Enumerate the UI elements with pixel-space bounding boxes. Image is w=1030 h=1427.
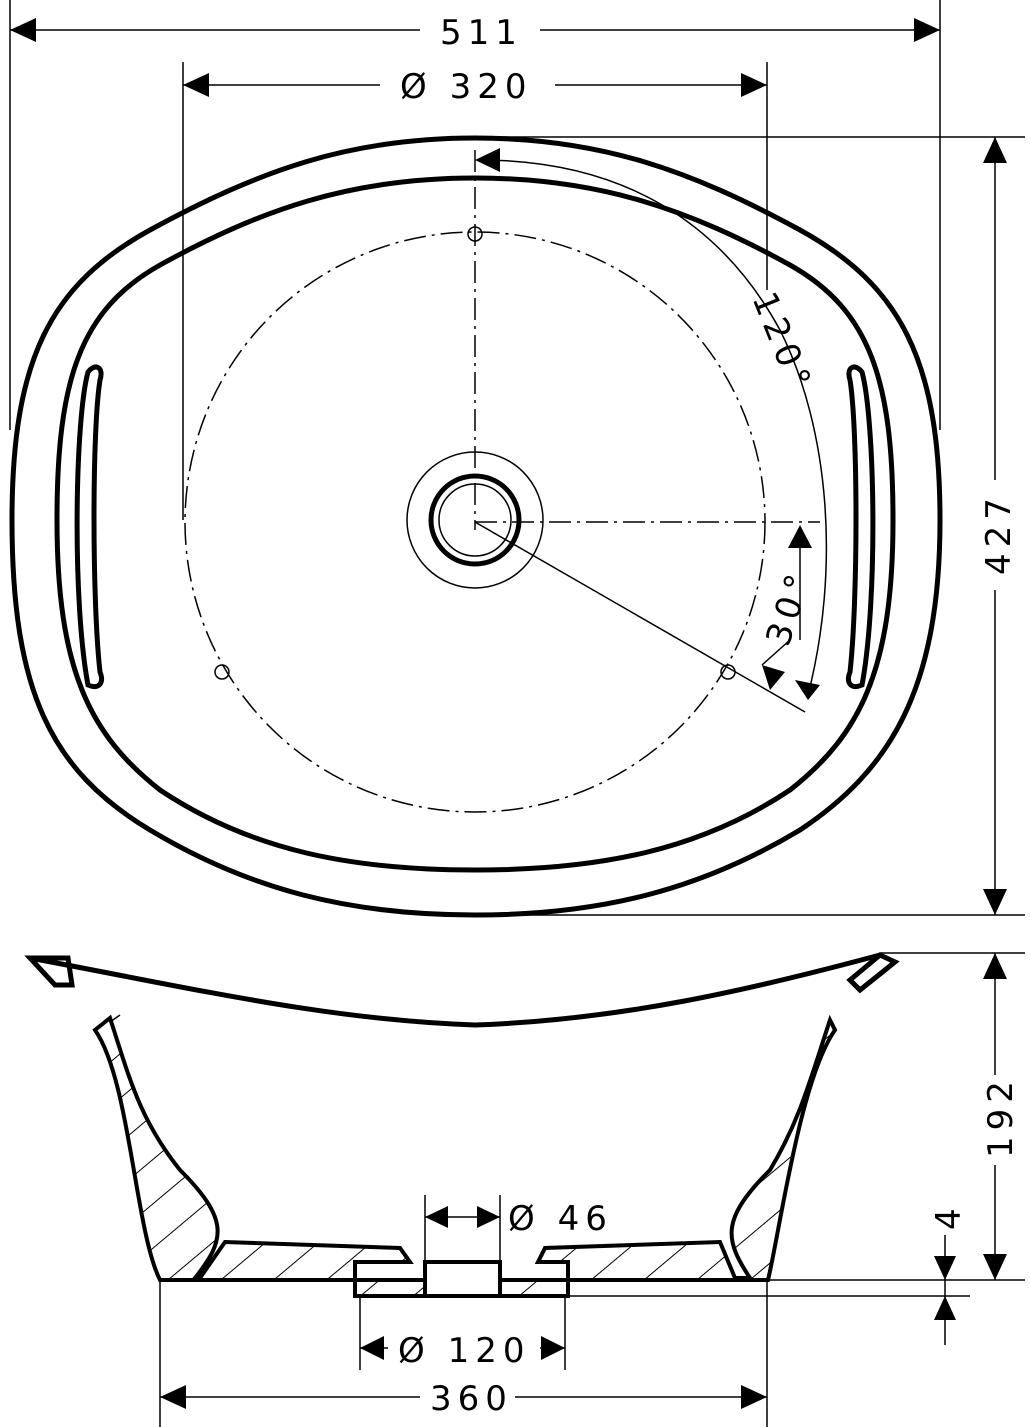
radial-line-30 [474, 521, 806, 713]
width-dimension-511: 511 [440, 13, 523, 53]
right-wall-section [534, 1014, 838, 1282]
base-width-dimension: 360 [430, 1379, 513, 1419]
right-rim-lip [846, 952, 900, 994]
circle-diameter-dimension: Ø 320 [400, 67, 532, 107]
side-view: Ø 46 Ø 120 360 192 4 [24, 952, 1025, 1427]
arrow-30-top [788, 525, 812, 548]
right-handle-slot [846, 364, 876, 689]
height-dimension-192: 192 [981, 1075, 1021, 1158]
angle-label-30: 30° [759, 564, 821, 651]
angle-arc-120 [479, 159, 828, 696]
inner-basin-outline [54, 175, 896, 873]
angle-label-120: 120° [744, 286, 821, 399]
drain-opening [423, 1260, 502, 1298]
left-rim-lip [24, 955, 75, 988]
top-view: 120° 30° 511 Ø 320 427 [9, 0, 1025, 918]
arrow-30-left [762, 665, 785, 690]
arrow-120-start [475, 148, 500, 172]
base-offset-dimension: 4 [929, 1202, 969, 1230]
left-wall-section [92, 1014, 414, 1282]
left-handle-slot [74, 364, 104, 689]
drain-diameter-dimension: Ø 46 [508, 1199, 613, 1239]
bowl-rim-curve [29, 952, 881, 1028]
depth-dimension-427: 427 [979, 492, 1019, 575]
arrow-30-bottom [795, 680, 820, 700]
mount-hole-left [214, 664, 230, 680]
base-diameter-dimension: Ø 120 [398, 1331, 530, 1371]
outer-rim-outline [9, 135, 943, 918]
